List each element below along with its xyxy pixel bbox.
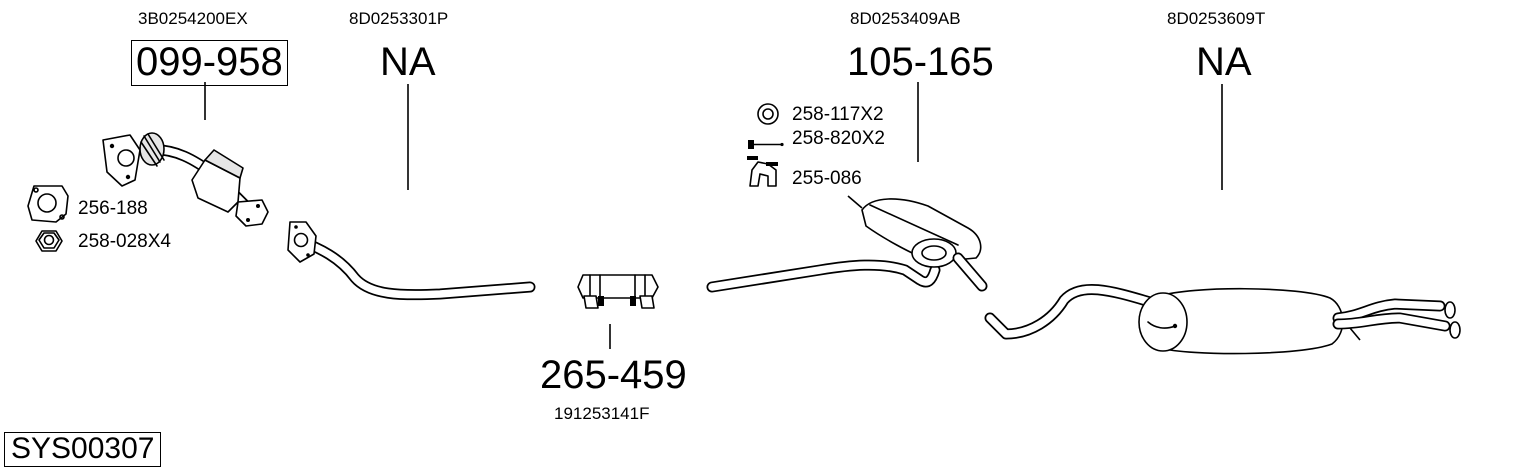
part-number-na-front[interactable]: NA [380, 40, 436, 84]
oem-number-8d0253409ab: 8D0253409AB [850, 9, 961, 28]
gasket-icon [27, 185, 69, 223]
part-number-256-188[interactable]: 256-188 [78, 198, 148, 219]
centre-silencer-drawing [706, 195, 988, 293]
oem-number-8d0253301p: 8D0253301P [349, 9, 449, 28]
pipe-clamp-drawing [577, 274, 659, 309]
system-id-label: SYS00307 [4, 432, 162, 467]
part-number-na-rear[interactable]: NA [1196, 40, 1252, 84]
oem-number-8d0253609t: 8D0253609T [1167, 9, 1266, 28]
intermediate-pipe-drawing [287, 221, 536, 301]
oem-number-191253141f: 191253141F [554, 404, 650, 423]
part-number-258-028x4[interactable]: 258-028X4 [78, 231, 171, 252]
part-number-099-958[interactable]: 099-958 [131, 40, 288, 86]
rear-silencer-drawing [984, 283, 1461, 355]
bolt-icon [748, 140, 784, 149]
part-number-258-820x2[interactable]: 258-820X2 [792, 128, 885, 149]
sealing-ring-icon [757, 103, 779, 125]
front-pipe-catalyst-drawing [102, 132, 269, 227]
hex-nut-icon [35, 230, 63, 252]
oem-number-3b0254200ex: 3B0254200EX [138, 9, 248, 28]
part-number-258-117x2[interactable]: 258-117X2 [792, 104, 884, 125]
part-number-255-086[interactable]: 255-086 [792, 168, 862, 189]
rubber-hanger-icon [747, 156, 778, 187]
part-number-105-165[interactable]: 105-165 [847, 40, 994, 84]
part-number-265-459[interactable]: 265-459 [540, 353, 687, 397]
